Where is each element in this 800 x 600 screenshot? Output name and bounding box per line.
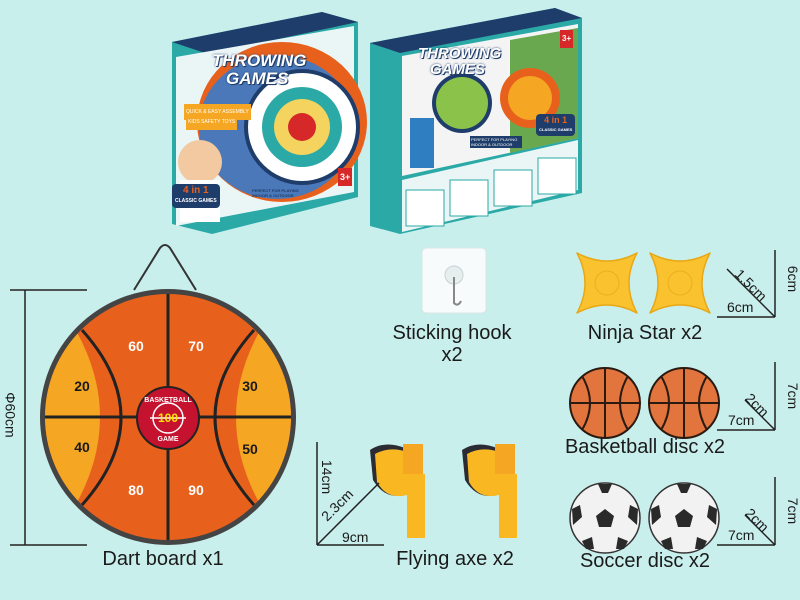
flying-axe-width: 9cm <box>342 529 369 545</box>
bullseye-top-text: BASKETBALL <box>144 397 192 404</box>
box-title-line2: GAMES <box>226 69 289 88</box>
score-80: 80 <box>128 482 144 498</box>
package-box-front: THROWING GAMES QUICK & EASY ASSEMBLY KID… <box>172 12 367 234</box>
soccer-disc-dimension-lines <box>717 477 776 546</box>
diameter-dimension <box>10 289 87 546</box>
box-title-line1: THROWING <box>212 51 307 70</box>
box-tag-safety: KIDS SAFETY TOYS <box>186 114 238 130</box>
soccer-disc-icon <box>648 482 720 554</box>
box-badge-4in1: 4 in 1 CLASSIC GAMES <box>172 184 220 208</box>
hanger-string <box>133 244 197 291</box>
sticking-hook-label-line1: Sticking hook <box>392 322 512 344</box>
bullseye-value: 100 <box>157 411 179 425</box>
box-back-title-line1: THROWING <box>418 45 502 62</box>
score-70: 70 <box>188 338 204 354</box>
box-age-badge: 3+ <box>338 168 353 186</box>
basketball-disc-label: Basketball disc x2 <box>564 436 726 458</box>
score-30: 30 <box>242 378 258 394</box>
ninja-star-height: 6cm <box>785 265 800 293</box>
ninja-stars-graphic <box>576 252 711 314</box>
flying-axes-graphic <box>370 444 517 538</box>
box-back-badge-4in1: 4 in 1 CLASSIC GAMES <box>536 114 576 136</box>
basketball-disc-dimension-lines <box>717 362 776 431</box>
box-title: THROWING GAMES <box>212 52 306 88</box>
badge-classic-text: CLASSIC GAMES <box>175 198 217 204</box>
diameter-label: Φ60cm <box>2 392 19 438</box>
soccer-discs-graphic <box>569 482 720 554</box>
box-back-title-line2: GAMES <box>430 61 486 78</box>
basketball-disc-height: 7cm <box>785 382 800 410</box>
basketball-disc-icon <box>648 367 720 439</box>
flying-axe-icon <box>370 444 425 538</box>
ninja-star-label: Ninja Star x2 <box>587 322 703 344</box>
sticking-hook-label: Sticking hook x2 <box>393 322 512 366</box>
package-box-front-art <box>172 12 367 234</box>
badge-4in1-text: 4 in 1 <box>183 185 209 196</box>
flying-axe-height: 14cm <box>319 459 336 495</box>
dart-board-label: Dart board x1 <box>102 548 224 570</box>
flying-axe-label: Flying axe x2 <box>396 548 514 570</box>
package-box-back: THROWING GAMES 3+ 4 in 1 CLASSIC GAMES P… <box>370 8 582 234</box>
basketball-disc-width: 7cm <box>728 412 755 428</box>
flying-axe-dimension-lines <box>316 442 384 546</box>
basketball-disc-icon <box>569 367 641 439</box>
score-20: 20 <box>74 378 90 394</box>
score-50: 50 <box>242 441 258 457</box>
bullseye-bottom-text: GAME <box>157 436 179 443</box>
soccer-disc-icon <box>569 482 641 554</box>
box-back-perfect-for: PERFECT FOR PLAYING INDOOR & OUTDOOR <box>470 136 522 148</box>
ninja-star-width: 6cm <box>727 299 754 315</box>
flying-axe-icon <box>462 444 517 538</box>
soccer-disc-width: 7cm <box>728 527 755 543</box>
soccer-disc-label: Soccer disc x2 <box>579 550 711 572</box>
basketball-discs-graphic <box>569 367 720 439</box>
ninja-star-dimension-lines <box>717 250 776 318</box>
score-90: 90 <box>188 482 204 498</box>
score-40: 40 <box>74 439 90 455</box>
sticking-hook-icon <box>421 247 487 314</box>
ninja-star-icon <box>649 252 711 314</box>
score-60: 60 <box>128 338 144 354</box>
soccer-disc-height: 7cm <box>785 497 800 525</box>
package-box-back-art <box>370 8 582 234</box>
box-back-age-badge: 3+ <box>560 30 574 48</box>
ninja-star-icon <box>576 252 638 314</box>
badge-classic-text: CLASSIC GAMES <box>539 127 573 132</box>
box-perfect-for: PERFECT FOR PLAYING INDOOR & OUTDOOR <box>252 188 299 198</box>
badge-4in1-text: 4 in 1 <box>544 115 568 125</box>
box-back-title: THROWING GAMES <box>418 46 501 78</box>
sticking-hook-label-line2: x2 <box>441 344 463 366</box>
